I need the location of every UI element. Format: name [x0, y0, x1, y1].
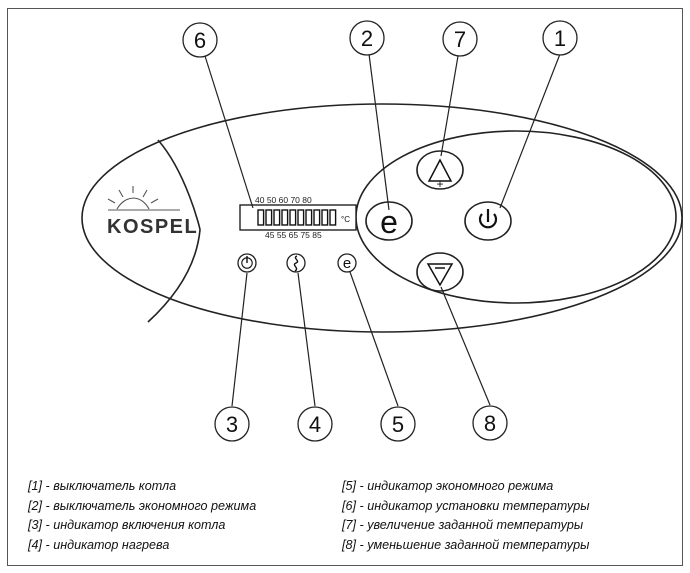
logo-segment [147, 139, 201, 323]
brand-name: KOSPEL [107, 216, 198, 238]
callout-number: 2 [361, 26, 373, 51]
scale-bottom: 45 55 65 75 85 [265, 230, 322, 240]
display-segment [257, 209, 265, 226]
callout-number: 3 [226, 412, 238, 437]
heating-indicator [286, 253, 306, 273]
legend: [1] - выключатель котла [2] - выключател… [28, 477, 678, 557]
callout-7: 7 [442, 21, 478, 57]
legend-item: [6] - индикатор установки температуры [342, 498, 590, 513]
eco-button[interactable]: e [365, 201, 413, 241]
legend-item: [1] - выключатель котла [28, 479, 177, 493]
callout-number: 7 [454, 27, 466, 52]
panel-outline [81, 103, 683, 333]
display-segment [305, 209, 313, 226]
boiler-on-indicator [237, 253, 257, 273]
display-window [239, 204, 357, 231]
triangle-down-icon [426, 263, 454, 287]
legend-item: [2] - выключатель экономного режима [28, 498, 257, 513]
legend-item: [7] - увеличение заданной температуры [342, 518, 584, 533]
legend-item: [8] - уменьшение заданной температуры [342, 537, 590, 552]
display-segment [321, 209, 329, 226]
figure-frame [7, 8, 683, 566]
eco-indicator-symbol: e [343, 255, 351, 272]
legend-left-column: [1] - выключатель котла [2] - выключател… [28, 477, 256, 555]
display-unit: °C [341, 215, 350, 224]
legend-right-column: [5] - индикатор экономного режима [6] - … [342, 477, 590, 555]
kospel-logo [107, 186, 180, 211]
callout-1: 1 [542, 20, 578, 56]
display-segment [313, 209, 321, 226]
power-icon [478, 209, 498, 229]
display-segment [265, 209, 273, 226]
display-segment [281, 209, 289, 226]
display-segment [297, 209, 305, 226]
callout-lines [204, 53, 561, 407]
callout-5: 5 [380, 406, 416, 442]
eco-symbol: e [380, 204, 398, 240]
callout-number: 6 [194, 28, 206, 53]
callout-number: 1 [554, 26, 566, 51]
temperature-down-button[interactable] [416, 252, 464, 292]
legend-item: [3] - индикатор включения котла [28, 518, 226, 533]
callout-2: 2 [349, 20, 385, 56]
eco-indicator: e [337, 253, 357, 273]
scale-top: 40 50 60 70 80 [255, 195, 312, 205]
callout-6: 6 [182, 22, 218, 58]
heating-wave-icon [293, 255, 299, 272]
callout-number: 5 [392, 412, 404, 437]
display-segment [273, 209, 281, 226]
plus-symbol: + [436, 177, 443, 191]
callout-3: 3 [214, 406, 250, 442]
display-segment [329, 209, 337, 226]
power-button[interactable] [464, 201, 512, 241]
callout-number: 8 [484, 411, 496, 436]
legend-item: [4] - индикатор нагрева [28, 537, 170, 552]
callout-8: 8 [472, 405, 508, 441]
callout-number: 4 [309, 412, 321, 437]
display-segment [289, 209, 297, 226]
callout-4: 4 [297, 406, 333, 442]
temperature-display: 40 50 60 70 80 °C 45 55 65 75 85 [239, 195, 357, 240]
legend-item: [5] - индикатор экономного режима [342, 479, 554, 493]
triangle-up-icon [427, 158, 453, 182]
temperature-up-button[interactable]: + [416, 150, 464, 191]
display-segments [257, 209, 337, 226]
